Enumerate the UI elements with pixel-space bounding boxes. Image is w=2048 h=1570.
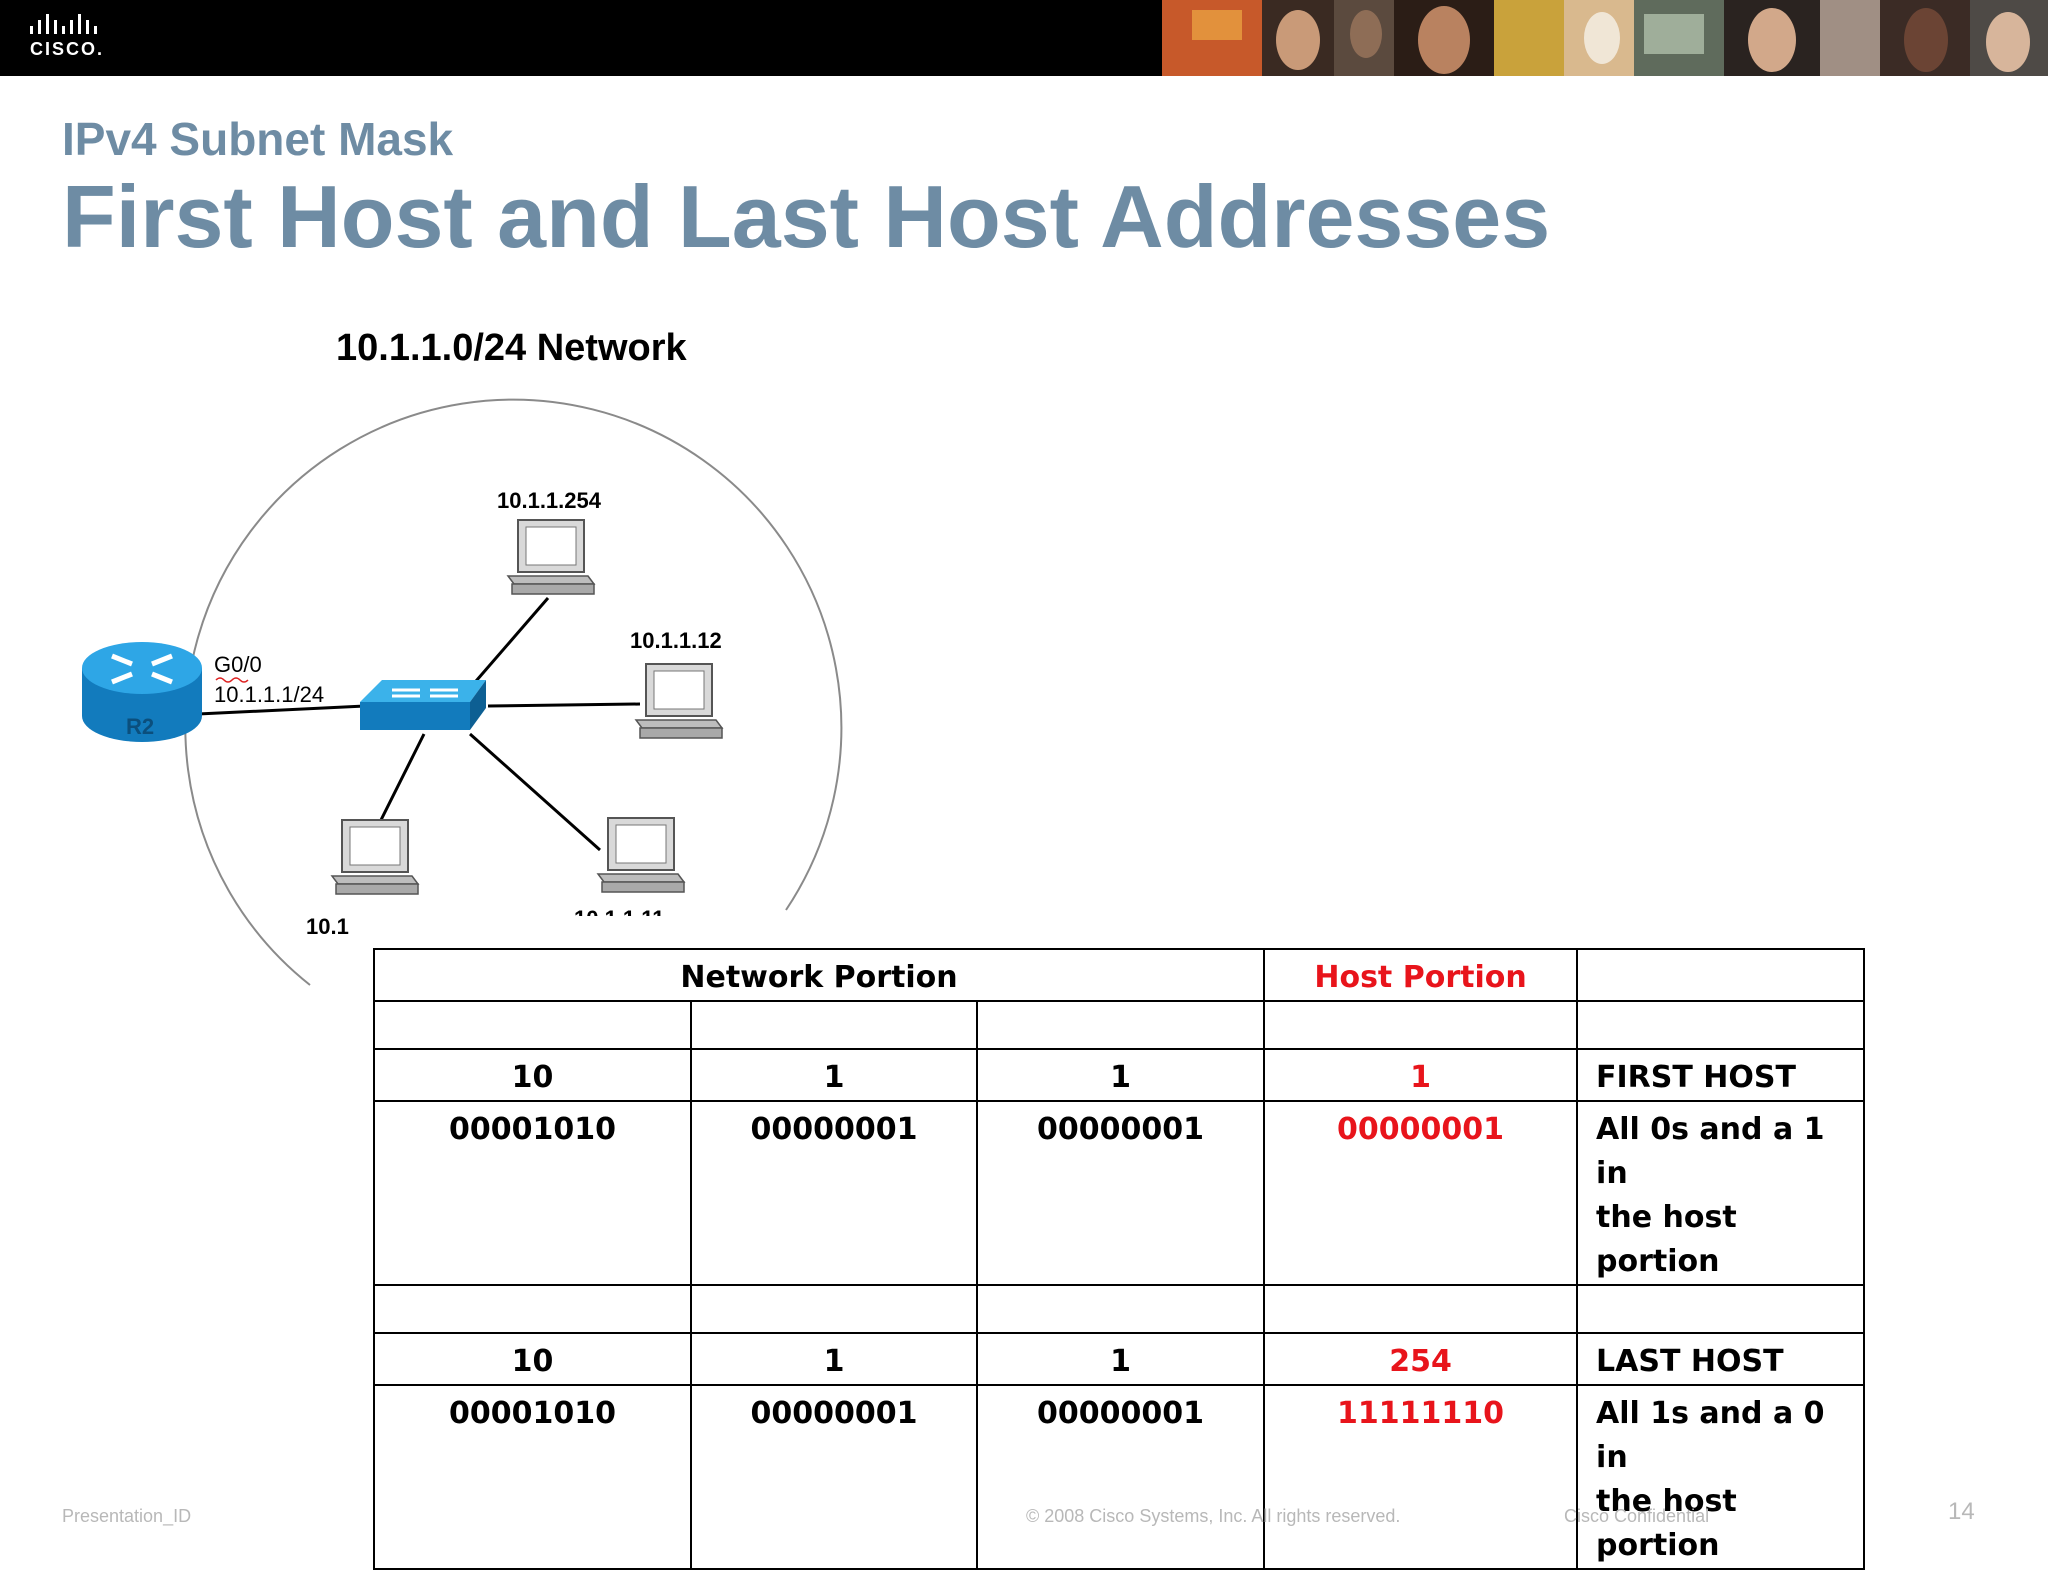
- last-octet2-bin: 00000001: [690, 1384, 978, 1570]
- cisco-bars-icon: [30, 14, 97, 34]
- pc-icon[interactable]: [634, 663, 724, 739]
- host-portion-header: Host Portion: [1263, 948, 1579, 1002]
- first-octet3-dec: 1: [975, 1048, 1266, 1102]
- last-octet1-dec: 10: [373, 1332, 692, 1386]
- confidential-label: Cisco Confidential: [1564, 1506, 1710, 1526]
- table-row: [373, 1284, 1866, 1334]
- last-host-label: LAST HOST: [1576, 1332, 1866, 1386]
- first-octet4-dec: 1: [1263, 1048, 1579, 1102]
- first-octet1-dec: 10: [373, 1048, 692, 1102]
- last-octet4-dec: 254: [1263, 1332, 1579, 1386]
- spellcheck-underline: [215, 677, 249, 683]
- slide-subtitle: IPv4 Subnet Mask: [62, 113, 454, 165]
- router-interface-label: G0/0: [214, 652, 262, 677]
- network-label: 10.1.1.0/24 Network: [336, 327, 688, 369]
- cisco-wordmark: CISCO.: [30, 39, 105, 59]
- links: [197, 597, 641, 852]
- router-icon[interactable]: R2: [82, 642, 202, 742]
- network-portion-header: Network Portion: [372, 948, 1266, 1002]
- network-boundary: [184, 398, 843, 986]
- last-host-note: All 1s and a 0 in the host portion: [1576, 1384, 1866, 1570]
- table-header-row: Network Portion Host Portion: [372, 948, 1866, 1002]
- last-host-note-line1: All 1s and a 0 in: [1596, 1396, 1825, 1475]
- first-host-note-line1: All 0s and a 1 in: [1596, 1112, 1825, 1191]
- first-host-note-line2: the host portion: [1596, 1200, 1737, 1279]
- network-diagram: 10.1.1.0/24 Network R2 G0/0 10.1.1.1/24: [82, 327, 843, 986]
- page-number: 14: [1948, 1498, 1975, 1525]
- first-host-note: All 0s and a 1 in the host portion: [1576, 1100, 1866, 1286]
- table-row: 10 1 1 254 LAST HOST: [373, 1332, 1866, 1386]
- cisco-logo: CISCO.: [30, 12, 130, 64]
- first-octet4-bin: 00000001: [1263, 1100, 1579, 1286]
- top-banner: CISCO.: [0, 0, 2048, 76]
- last-octet3-bin: 00000001: [975, 1384, 1266, 1570]
- pc-icon[interactable]: [596, 817, 686, 893]
- first-octet2-dec: 1: [690, 1048, 978, 1102]
- host-bottom-right-label: 10.1.1.11: [574, 906, 665, 931]
- first-octet2-bin: 00000001: [690, 1100, 978, 1286]
- address-table: Network Portion Host Portion 10 1 1 1 FI…: [372, 948, 1866, 1570]
- table-row: 00001010 00000001 00000001 11111110 All …: [373, 1384, 1866, 1570]
- last-octet4-bin: 11111110: [1263, 1384, 1579, 1570]
- first-octet3-bin: 00000001: [975, 1100, 1266, 1286]
- last-octet2-dec: 1: [690, 1332, 978, 1386]
- router-name: R2: [126, 714, 154, 739]
- pc-icon[interactable]: [330, 819, 420, 895]
- last-octet1-bin: 00001010: [373, 1384, 692, 1570]
- table-row: 00001010 00000001 00000001 00000001 All …: [373, 1100, 1866, 1286]
- router-ip-label: 10.1.1.1/24: [214, 682, 324, 707]
- people-photo-strip: [1162, 0, 2048, 76]
- host-bottom-right-label-clip: 10.1.1.11: [574, 906, 665, 931]
- host-top-label: 10.1.1.254: [497, 488, 602, 513]
- presentation-id: Presentation_ID: [62, 1506, 192, 1526]
- first-host-label: FIRST HOST: [1576, 1048, 1866, 1102]
- host-bottom-left-label: 10.1: [306, 914, 349, 939]
- first-octet1-bin: 00001010: [373, 1100, 692, 1286]
- last-octet3-dec: 1: [975, 1332, 1266, 1386]
- host-right-label: 10.1.1.12: [630, 628, 722, 653]
- table-row: 10 1 1 1 FIRST HOST: [373, 1048, 1866, 1102]
- slide-title: First Host and Last Host Addresses: [62, 167, 1551, 266]
- pc-icon[interactable]: [506, 519, 596, 595]
- table-cell: [1576, 948, 1866, 1002]
- table-row: [373, 1000, 1866, 1050]
- copyright: © 2008 Cisco Systems, Inc. All rights re…: [1026, 1506, 1401, 1526]
- switch-icon[interactable]: [360, 680, 486, 730]
